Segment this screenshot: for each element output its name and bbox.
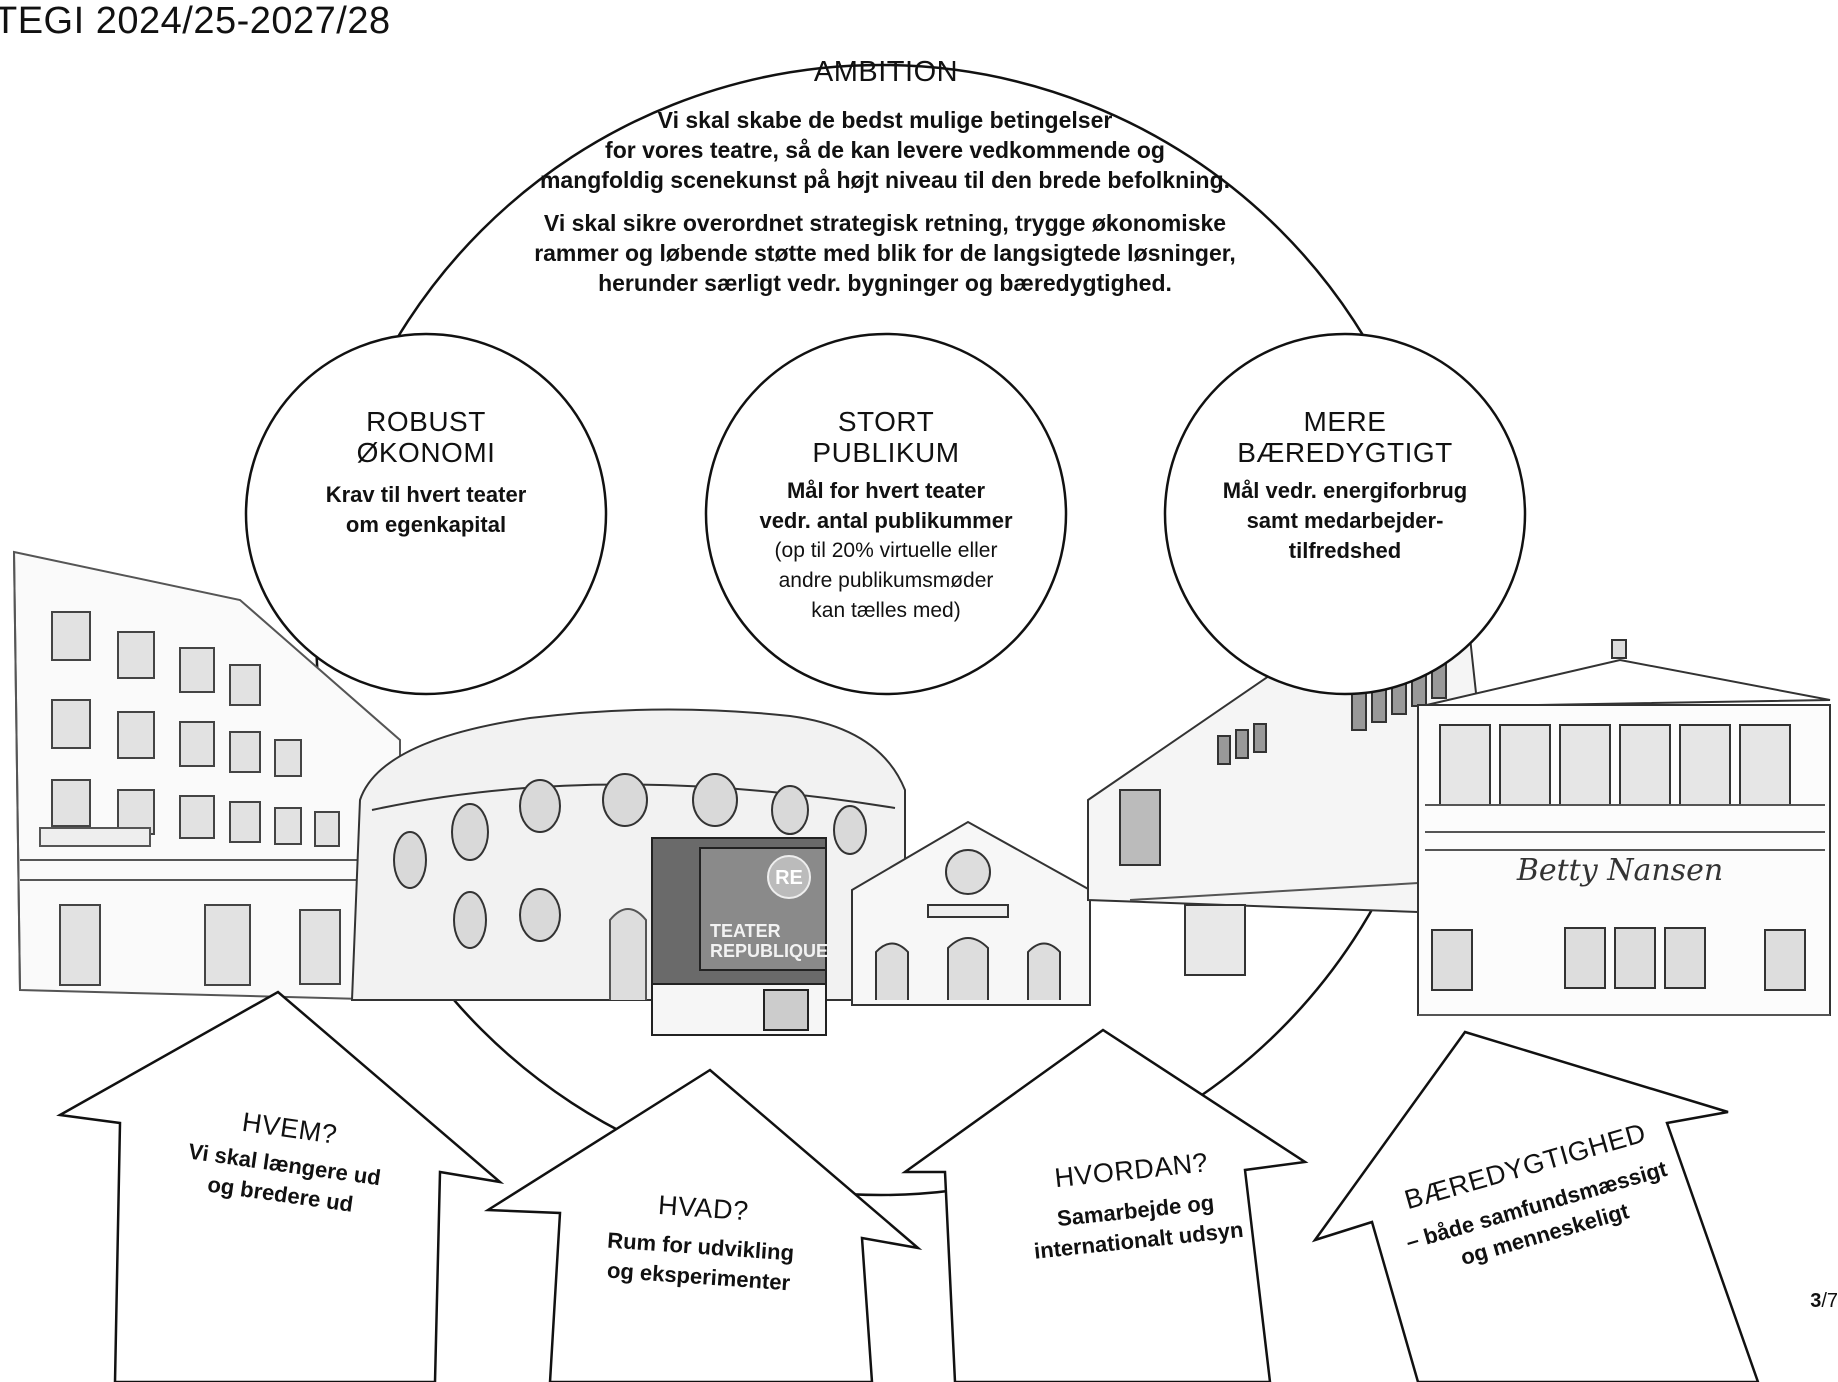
circle-1-text-line: Krav til hvert teater — [325, 482, 527, 507]
ambition-paragraph-1: Vi skal skabe de bedst mulige betingelse… — [470, 105, 1300, 195]
page-number: 3/7 — [1810, 1290, 1838, 1313]
buildings-illustration — [12, 543, 1831, 1036]
building-betty-nansen — [1417, 639, 1831, 1016]
circle-3-text-line: samt medarbejder- — [1246, 508, 1444, 533]
circle-2-text-line: Mål for hvert teater — [786, 478, 986, 503]
betty-nansen-sign: Betty Nansen — [1516, 853, 1723, 888]
arrow-baeredygtighed — [1311, 1030, 1760, 1382]
ambition-p1-line: mangfoldig scenekunst på højt niveau til… — [539, 167, 1231, 193]
circle-3-text-line: Mål vedr. energiforbrug — [1222, 478, 1468, 503]
arrow-hvordan — [901, 1028, 1309, 1382]
circle-3-title-line: MERE — [1303, 406, 1387, 437]
circle-2-note-line: (op til 20% virtuelle eller — [774, 539, 998, 562]
circle-3-text-line: tilfredshed — [1288, 538, 1402, 563]
building-left — [12, 550, 401, 1002]
circle-2-note-line: kan tælles med) — [811, 599, 961, 622]
circle-2-title-line: STORT — [837, 406, 935, 437]
arrow-hvad — [483, 1068, 923, 1382]
building-center — [851, 820, 1091, 1006]
ambition-p2-line: rammer og løbende støtte med blik for de… — [534, 240, 1236, 266]
republique-logo: RE — [775, 867, 803, 889]
circle-3-content: MERE BÆREDYGTIGT Mål vedr. energiforbrug… — [1190, 406, 1500, 566]
circle-2-note-line: andre publikumsmøder — [778, 569, 994, 592]
ambition-title: AMBITION — [813, 56, 959, 88]
page-title: TEGI 2024/25-2027/28 — [0, 0, 391, 42]
circle-2-title-line: PUBLIKUM — [812, 437, 960, 468]
circle-1-content: ROBUST ØKONOMI Krav til hvert teater om … — [276, 406, 576, 540]
ambition-p1-line: Vi skal skabe de bedst mulige betingelse… — [657, 107, 1113, 133]
circle-1-title-line: ROBUST — [366, 406, 486, 437]
circle-3-title-line: BÆREDYGTIGT — [1237, 437, 1453, 468]
ambition-p2-line: Vi skal sikre overordnet strategisk retn… — [543, 210, 1227, 236]
circle-1-text-line: om egenkapital — [345, 512, 507, 537]
arrow-2-content: HVAD? Rum for udvikling og eksperimenter — [563, 1184, 839, 1302]
ambition-paragraph-2: Vi skal sikre overordnet strategisk retn… — [470, 208, 1300, 298]
circle-2-content: STORT PUBLIKUM Mål for hvert teater vedr… — [726, 406, 1046, 626]
circle-stort-publikum — [704, 332, 1068, 696]
circle-robust-okonomi — [244, 332, 608, 696]
ambition-p2-line: herunder særligt vedr. bygninger og bære… — [598, 270, 1172, 296]
circle-1-title-line: ØKONOMI — [356, 437, 496, 468]
ambition-p1-line: for vores teatre, så de kan levere vedko… — [605, 137, 1165, 163]
page-current: 3 — [1810, 1290, 1822, 1312]
arrow-hvem — [56, 990, 505, 1382]
republique-sign — [651, 837, 827, 1036]
circle-mere-baeredygtigt — [1163, 332, 1527, 696]
page-total: /7 — [1821, 1290, 1838, 1312]
circle-2-text-line: vedr. antal publikummer — [759, 508, 1013, 533]
